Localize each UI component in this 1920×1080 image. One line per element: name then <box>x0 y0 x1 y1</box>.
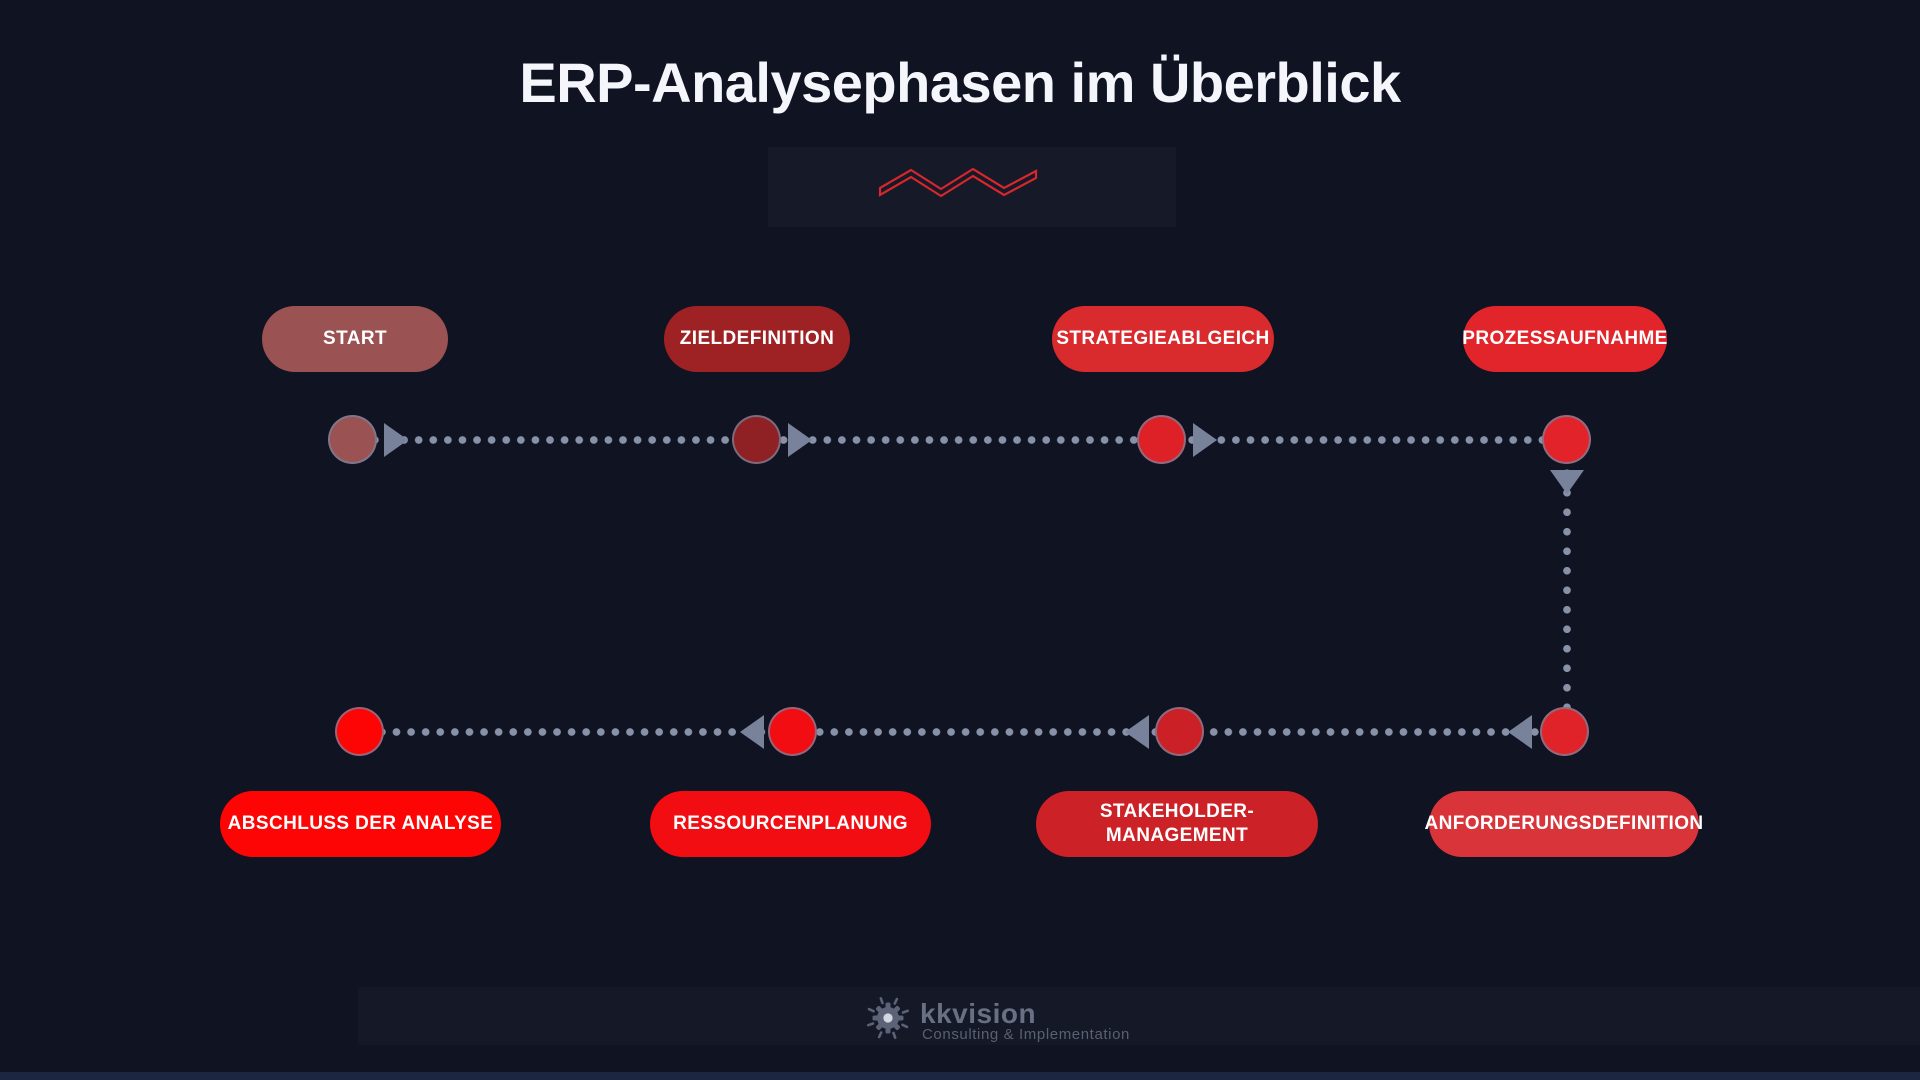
phase-label-start: START <box>323 328 387 350</box>
footer-band <box>358 987 1920 1045</box>
phase-label-ressourcenplanung: RESSOURCENPLANUNG <box>673 813 908 835</box>
gear-rays <box>867 997 910 1040</box>
phase-node-start <box>328 415 377 464</box>
phase-label-zieldefinition: ZIELDEFINITION <box>679 328 835 350</box>
bottom-edge-strip <box>0 1072 1920 1080</box>
phase-label-strategieablgeich: STRATEGIEABLGEICH <box>1056 328 1270 350</box>
flow-arrow-left-icon <box>1508 715 1532 749</box>
phase-node-ressourcenplanung <box>768 707 817 756</box>
phase-label-stakeholder: STAKEHOLDER- MANAGEMENT <box>1099 801 1255 846</box>
dotted-connector-bottom <box>360 728 1565 736</box>
phase-pill-zieldefinition: ZIELDEFINITION <box>664 306 850 372</box>
flow-arrow-right-icon <box>1193 423 1217 457</box>
phase-node-strategieablgeich <box>1137 415 1186 464</box>
phase-label-abschluss: ABSCHLUSS DER ANALYSE <box>227 813 494 835</box>
phase-pill-start: START <box>262 306 448 372</box>
gear-hub <box>883 1013 893 1023</box>
phase-node-anforderungsdefinition <box>1540 707 1589 756</box>
flow-arrow-left-icon <box>1125 715 1149 749</box>
phase-label-prozessaufnahme: PROZESSAUFNAHME <box>1462 328 1668 350</box>
phase-node-abschluss <box>335 707 384 756</box>
phase-pill-prozessaufnahme: PROZESSAUFNAHME <box>1462 306 1668 372</box>
flow-arrow-right-icon <box>384 423 408 457</box>
flow-arrow-down-icon <box>1550 470 1584 494</box>
phase-pill-ressourcenplanung: RESSOURCENPLANUNG <box>650 791 931 857</box>
gear-icon <box>867 997 910 1040</box>
phase-pill-stakeholder: STAKEHOLDER- MANAGEMENT <box>1036 791 1318 857</box>
zigzag-path <box>878 167 1038 198</box>
logo-name: kkvision <box>920 998 1037 1029</box>
dotted-connector-vertical <box>1563 444 1571 732</box>
logo-tagline: Consulting & Implementation <box>922 1026 1130 1043</box>
page-title: ERP-Analysephasen im Überblick <box>519 51 1401 114</box>
phase-pill-abschluss: ABSCHLUSS DER ANALYSE <box>220 791 501 857</box>
phase-pill-anforderungsdefinition: ANFORDERUNGSDEFINITION <box>1424 791 1703 857</box>
phase-node-zieldefinition <box>732 415 781 464</box>
phase-pill-strategieablgeich: STRATEGIEABLGEICH <box>1052 306 1274 372</box>
dotted-connector-top <box>353 436 1567 444</box>
flow-arrow-right-icon <box>788 423 812 457</box>
flow-arrow-left-icon <box>740 715 764 749</box>
zigzag-decoration-icon <box>878 167 1038 198</box>
phase-label-anforderungsdefinition: ANFORDERUNGSDEFINITION <box>1424 813 1704 835</box>
phase-node-stakeholder <box>1155 707 1204 756</box>
phase-node-prozessaufnahme <box>1542 415 1591 464</box>
